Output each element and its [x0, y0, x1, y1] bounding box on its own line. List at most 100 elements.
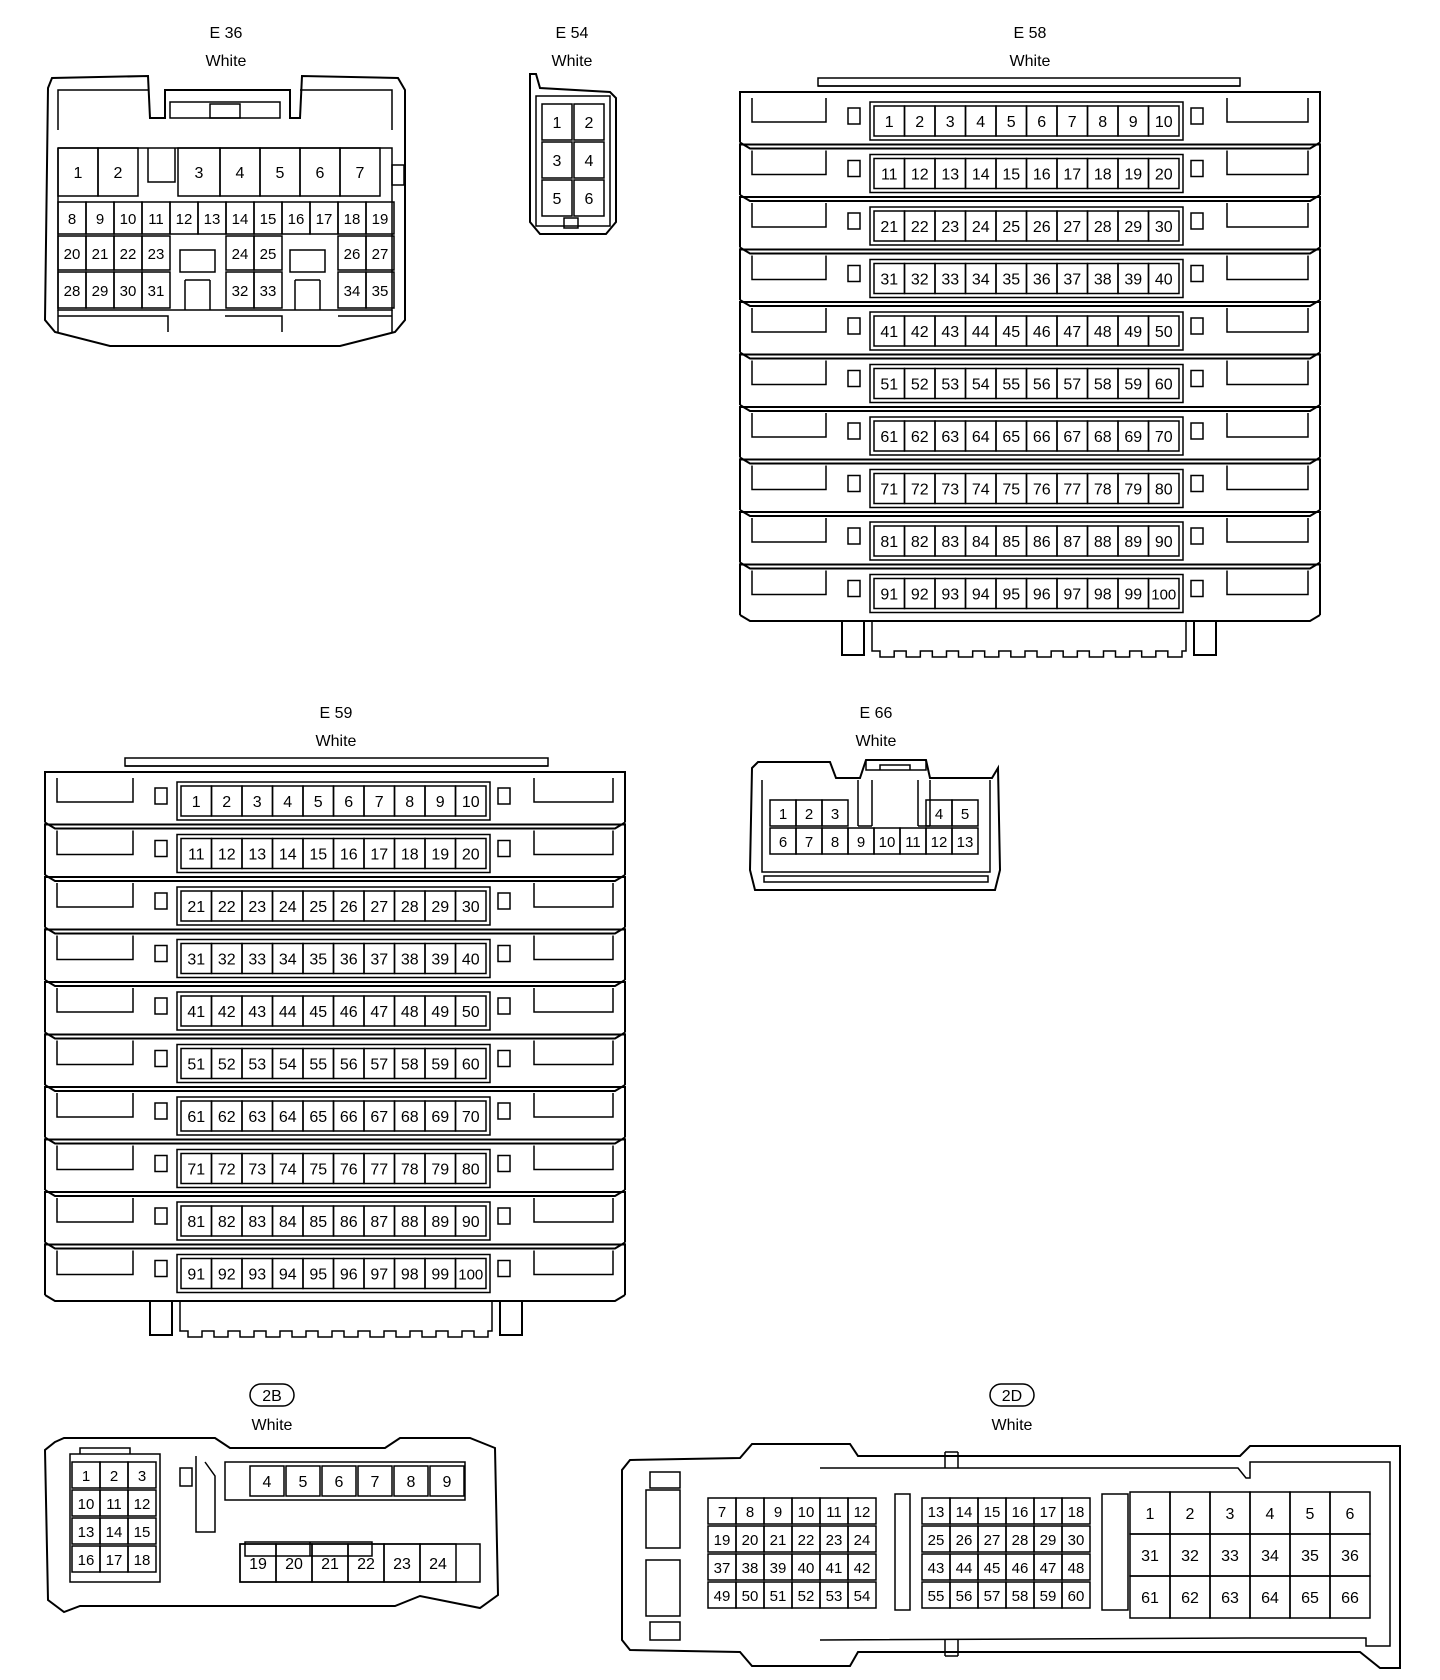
e59-pin-40: 40 — [462, 952, 480, 969]
e58-pin-64: 64 — [972, 429, 990, 446]
e58-pin-72: 72 — [911, 482, 929, 499]
e59-pin-96: 96 — [340, 1267, 358, 1284]
e58-pin-93: 93 — [941, 587, 959, 604]
e59-pin-16: 16 — [340, 847, 358, 864]
c2b-pin-14: 14 — [106, 1524, 123, 1541]
c2b-pin-13: 13 — [78, 1524, 95, 1541]
connector-2d-color: White — [992, 1417, 1033, 1434]
c2d-pin-8: 8 — [746, 1504, 754, 1521]
e66-pin-3: 3 — [831, 806, 839, 823]
e58-pin-15: 15 — [1002, 167, 1020, 184]
e59-pin-cell — [454, 942, 487, 975]
e59-pin-35: 35 — [309, 952, 327, 969]
e36-pin-34: 34 — [344, 283, 361, 300]
e59-pin-60: 60 — [462, 1057, 480, 1074]
e58-pin-cell — [1147, 367, 1180, 400]
e54-pin-cell — [541, 179, 573, 217]
e58-pin-cell — [1147, 315, 1180, 347]
e58-pin-22: 22 — [911, 219, 929, 236]
e58-pin-65: 65 — [1002, 429, 1020, 446]
c2d-pin-14: 14 — [956, 1504, 973, 1521]
e58-pin-96: 96 — [1033, 587, 1051, 604]
connector-2b-id-badge — [249, 1383, 295, 1407]
c2d-pin-55: 55 — [928, 1588, 945, 1605]
e59-pin-4: 4 — [283, 794, 292, 811]
e59-pin-17: 17 — [370, 847, 388, 864]
e58-pin-45: 45 — [1002, 324, 1020, 341]
e58-pin-73: 73 — [941, 482, 959, 499]
c2b-pin-11: 11 — [106, 1496, 122, 1513]
e59-pin-47: 47 — [370, 1004, 388, 1021]
c2b-pin-cell — [393, 1465, 429, 1497]
e59-pin-21: 21 — [187, 899, 205, 916]
e58-pin-7: 7 — [1068, 114, 1077, 131]
connector-e59-id: E 59 — [320, 705, 353, 722]
e58-pin-84: 84 — [972, 534, 990, 551]
e58-pin-79: 79 — [1124, 482, 1142, 499]
c2d-pin-62: 62 — [1181, 1590, 1199, 1607]
c2b-pin-cell — [249, 1465, 285, 1497]
e59-pin-26: 26 — [340, 899, 358, 916]
e58-pin-60: 60 — [1155, 377, 1173, 394]
connector-e54-color: White — [552, 53, 593, 70]
e59-pin-cell — [454, 995, 487, 1027]
e58-pin-9: 9 — [1129, 114, 1138, 131]
e59-pin-75: 75 — [309, 1162, 327, 1179]
e66-pin-2: 2 — [805, 806, 813, 823]
e59-pin-41: 41 — [187, 1004, 205, 1021]
e59-pin-cell — [454, 1047, 487, 1080]
e58-pin-80: 80 — [1155, 482, 1173, 499]
e36-pin-14: 14 — [232, 211, 249, 228]
e59-pin-5: 5 — [314, 794, 323, 811]
e59-pin-90: 90 — [462, 1214, 480, 1231]
connector-e66-id: E 66 — [860, 705, 893, 722]
e59-pin-cell — [454, 1100, 487, 1132]
e59-pin-12: 12 — [218, 847, 236, 864]
e36-pin-cell — [365, 271, 395, 309]
e58-pin-cell — [1147, 420, 1180, 452]
c2d-pin-64: 64 — [1261, 1590, 1279, 1607]
e36-pin-2: 2 — [114, 165, 123, 182]
e58-pin-cell — [1147, 262, 1180, 295]
e58-pin-49: 49 — [1124, 324, 1142, 341]
c2d-pin-35: 35 — [1301, 1548, 1319, 1565]
c2d-pin-37: 37 — [714, 1560, 731, 1577]
c2b-pin-21: 21 — [321, 1556, 339, 1573]
e58-pin-77: 77 — [1063, 482, 1081, 499]
e59-pin-91: 91 — [187, 1267, 205, 1284]
c2d-pin-44: 44 — [956, 1560, 973, 1577]
e66-pin-6: 6 — [779, 834, 787, 851]
e58-pin-53: 53 — [941, 377, 959, 394]
e59-pin-33: 33 — [248, 952, 266, 969]
c2b-pin-2: 2 — [110, 1468, 118, 1485]
c2d-pin-31: 31 — [1141, 1548, 1159, 1565]
e54-pin-cell — [573, 179, 605, 217]
e58-pin-89: 89 — [1124, 534, 1142, 551]
e58-pin-37: 37 — [1063, 272, 1081, 289]
c2d-pin-cell — [847, 1581, 877, 1609]
c2b-pin-23: 23 — [393, 1556, 411, 1573]
e58-pin-61: 61 — [880, 429, 898, 446]
connector-e54-id: E 54 — [556, 25, 589, 42]
c2d-pin-15: 15 — [984, 1504, 1001, 1521]
c2d-pin-19: 19 — [714, 1532, 731, 1549]
e58-pin-85: 85 — [1002, 534, 1020, 551]
e66-pin-11: 11 — [905, 834, 921, 851]
c2b-pin-19: 19 — [249, 1556, 267, 1573]
e59-pin-79: 79 — [431, 1162, 449, 1179]
c2d-pin-22: 22 — [798, 1532, 815, 1549]
c2d-pin-23: 23 — [826, 1532, 843, 1549]
e58-pin-34: 34 — [972, 272, 990, 289]
c2d-pin-49: 49 — [714, 1588, 731, 1605]
e58-pin-cell — [1147, 210, 1180, 242]
e58-pin-40: 40 — [1155, 272, 1173, 289]
e59-pin-54: 54 — [279, 1057, 297, 1074]
e58-pin-78: 78 — [1094, 482, 1112, 499]
e59-pin-71: 71 — [187, 1162, 205, 1179]
